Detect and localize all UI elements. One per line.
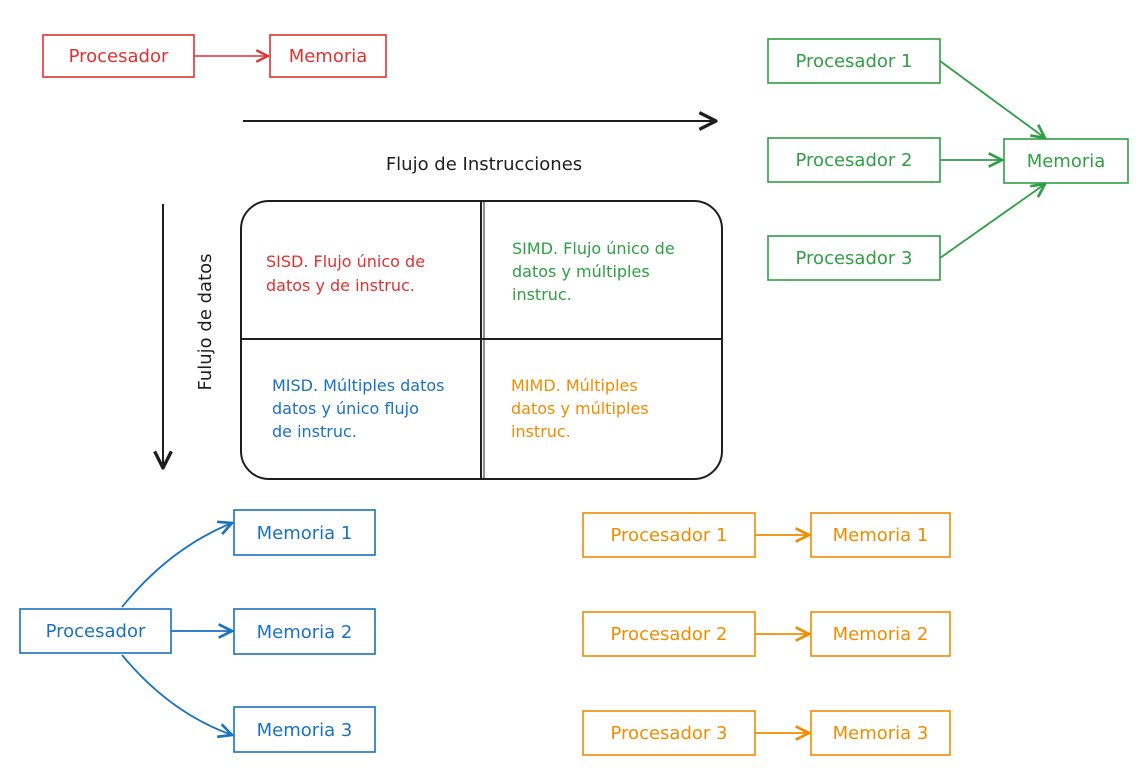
mimd-memory-3-label: Memoria 3: [833, 723, 929, 744]
mimd-memory-2-box: [810, 611, 951, 657]
mimd-processor-1-label: Procesador 1: [611, 525, 728, 546]
misd-memory-3-label: Memoria 3: [257, 720, 353, 741]
taxonomy-grid: SISD. Flujo único de datos y de instruc.…: [240, 200, 723, 480]
sisd-memory-box: [269, 34, 387, 78]
mimd-memory-2-label: Memoria 2: [833, 624, 929, 645]
data-flow-label: Fulujo de datos: [195, 253, 216, 390]
mimd-memory-3-box: [810, 710, 951, 756]
mimd-cell-text: MIMD. Múltiples datos y múltiples instru…: [511, 376, 654, 441]
mimd-memory-1-box: [810, 512, 951, 558]
axes: Flujo de Instrucciones Fulujo de datos: [163, 121, 716, 468]
sisd-cell-text: SISD. Flujo único de datos y de instruc.: [266, 252, 430, 295]
simd-arrow-3: [939, 184, 1045, 259]
simd-processor-3-label: Procesador 3: [796, 248, 913, 269]
misd-memory-2-label: Memoria 2: [257, 622, 353, 643]
misd-arrow-1: [121, 523, 232, 608]
instruction-flow-label: Flujo de Instrucciones: [386, 154, 582, 175]
misd-diagram: Procesador Memoria 1 Memoria 2 Memoria 3: [19, 509, 376, 753]
misd-cell-text: MISD. Múltiples datos datos y único fluj…: [272, 376, 450, 441]
simd-memory-box: [1003, 138, 1129, 184]
mimd-processor-3-label: Procesador 3: [611, 723, 728, 744]
misd-arrow-3: [121, 654, 232, 735]
misd-memory-1-label: Memoria 1: [257, 523, 353, 544]
misd-memory-2-box: [233, 608, 376, 655]
sisd-memory-label: Memoria: [289, 46, 368, 67]
mimd-memory-1-label: Memoria 1: [833, 525, 929, 546]
simd-arrow-1: [939, 60, 1045, 138]
simd-diagram: Procesador 1 Procesador 2 Procesador 3 M…: [767, 38, 1129, 281]
simd-processor-1-label: Procesador 1: [796, 51, 913, 72]
misd-processor-label: Procesador: [46, 621, 146, 642]
mimd-diagram: Procesador 1 Memoria 1 Procesador 2 Memo…: [582, 512, 951, 756]
simd-cell-text: SIMD. Flujo único de datos y múltiples i…: [512, 239, 680, 304]
sisd-processor-label: Procesador: [69, 46, 169, 67]
simd-memory-label: Memoria: [1027, 151, 1106, 172]
mimd-processor-2-label: Procesador 2: [611, 624, 728, 645]
simd-processor-2-label: Procesador 2: [796, 150, 913, 171]
sisd-diagram: Procesador Memoria: [42, 34, 387, 78]
